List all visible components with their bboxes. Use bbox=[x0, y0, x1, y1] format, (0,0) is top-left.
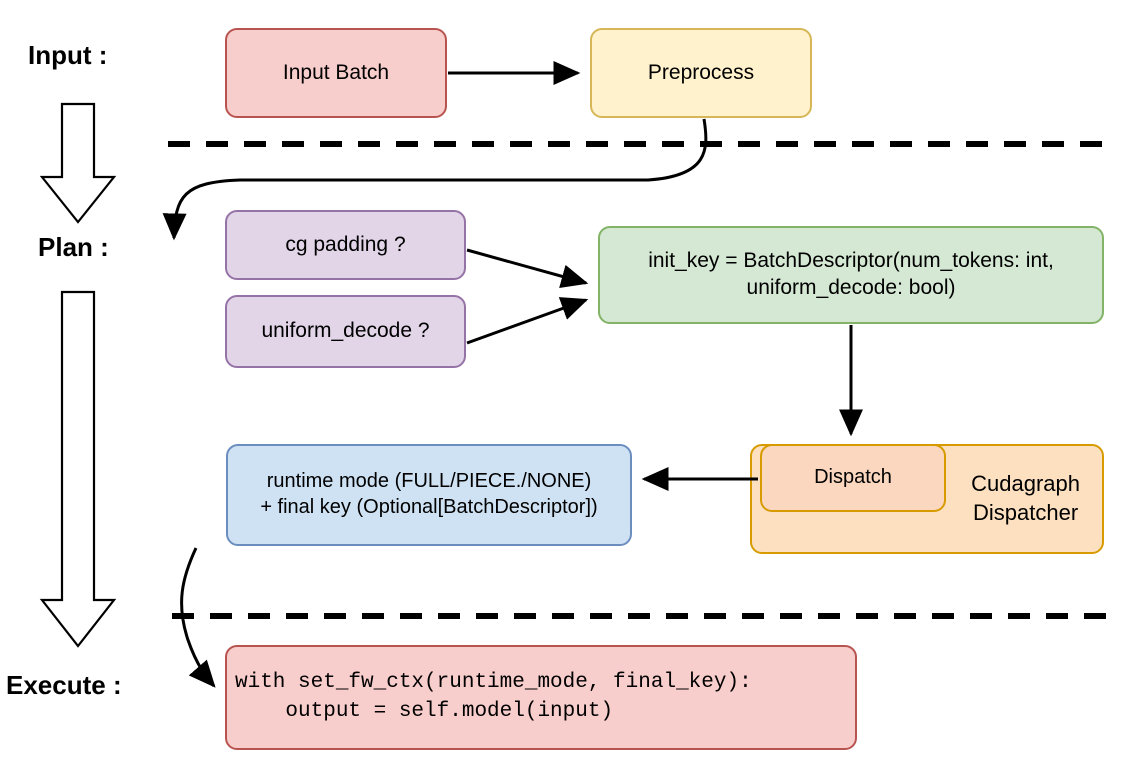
node-preprocess[interactable]: Preprocess bbox=[590, 28, 812, 118]
dispatcher-line2: Dispatcher bbox=[972, 500, 1079, 525]
node-input-batch[interactable]: Input Batch bbox=[225, 28, 447, 118]
flow-arrow-input-plan bbox=[39, 102, 117, 224]
node-init-key[interactable]: init_key = BatchDescriptor(num_tokens: i… bbox=[598, 226, 1104, 324]
edge-runtime-mode-to-execute-code bbox=[180, 547, 216, 688]
node-cg-padding[interactable]: cg padding ? bbox=[225, 210, 466, 280]
node-init-key-line2: uniform_decode: bool) bbox=[746, 276, 956, 299]
node-runtime-mode[interactable]: runtime mode (FULL/PIECE./NONE) + final … bbox=[226, 444, 632, 546]
node-runtime-mode-line1: runtime mode (FULL/PIECE./NONE) bbox=[266, 470, 592, 493]
dispatcher-line1: Cudagraph bbox=[971, 471, 1080, 497]
node-runtime-mode-line2: + final key (Optional[BatchDescriptor]) bbox=[260, 496, 598, 518]
execute-code-line1: with set_fw_ctx(runtime_mode, final_key)… bbox=[235, 671, 752, 695]
execute-code-line2: output = self.model(input) bbox=[235, 699, 614, 723]
edge-cg-padding-to-init-key bbox=[466, 248, 589, 288]
node-execute-code[interactable]: with set_fw_ctx(runtime_mode, final_key)… bbox=[225, 645, 857, 750]
stage-label-input: Input : bbox=[28, 40, 108, 70]
node-uniform-decode[interactable]: uniform_decode ? bbox=[225, 295, 466, 368]
node-init-key-line1: init_key = BatchDescriptor(num_tokens: i… bbox=[648, 249, 1054, 273]
stage-label-plan: Plan : bbox=[38, 232, 109, 262]
stage-label-execute: Execute : bbox=[6, 670, 122, 700]
edge-uniform-decode-to-init-key bbox=[466, 297, 589, 345]
node-dispatch[interactable]: Dispatch bbox=[760, 444, 946, 512]
flow-arrow-plan-execute bbox=[39, 290, 117, 648]
